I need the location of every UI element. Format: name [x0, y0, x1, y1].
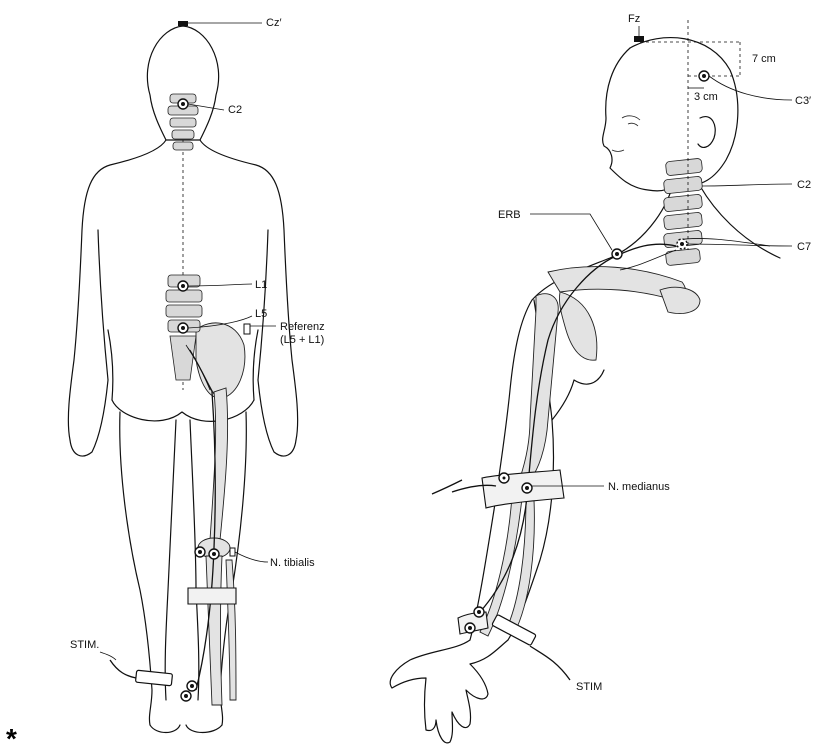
label-c2-left: C2 — [228, 104, 242, 116]
right-figure-body — [390, 38, 780, 743]
label-c7: C7 — [797, 241, 811, 253]
label-stim-left: STIM. — [70, 639, 99, 651]
electrode-cz — [178, 21, 188, 26]
label-fz: Fz — [628, 13, 640, 25]
electrode-stim-ankle — [181, 681, 197, 701]
electrode-referenz — [244, 324, 250, 334]
electrode-fz — [634, 36, 644, 42]
electrode-l1 — [178, 281, 188, 291]
left-leg-bones — [196, 323, 245, 705]
label-referenz: Referenz — [280, 321, 325, 333]
label-stim-right: STIM — [576, 681, 602, 693]
label-erb: ERB — [498, 209, 521, 221]
label-l1: L1 — [255, 279, 267, 291]
electrode-l5 — [178, 323, 188, 333]
electrode-c3 — [699, 71, 709, 81]
label-medianus: N. medianus — [608, 481, 670, 493]
label-cz: Cz′ — [266, 17, 282, 29]
label-tibialis: N. tibialis — [270, 557, 315, 569]
corner-asterisk: * — [6, 723, 17, 753]
label-7cm: 7 cm — [752, 53, 776, 65]
knee-strap — [188, 588, 236, 604]
label-referenz-sub: (L5 + L1) — [280, 334, 324, 346]
left-stimulator-probe — [110, 660, 173, 686]
right-arm-bones — [480, 267, 700, 636]
label-l5: L5 — [255, 308, 267, 320]
electrode-c2 — [178, 99, 188, 109]
label-c2-right: C2 — [797, 179, 811, 191]
electrode-erb — [612, 249, 622, 259]
label-3cm: 3 cm — [694, 91, 718, 103]
electrode-c7 — [677, 239, 687, 249]
label-c3: C3′ — [795, 95, 811, 107]
right-cervical-vertebrae — [663, 158, 702, 266]
